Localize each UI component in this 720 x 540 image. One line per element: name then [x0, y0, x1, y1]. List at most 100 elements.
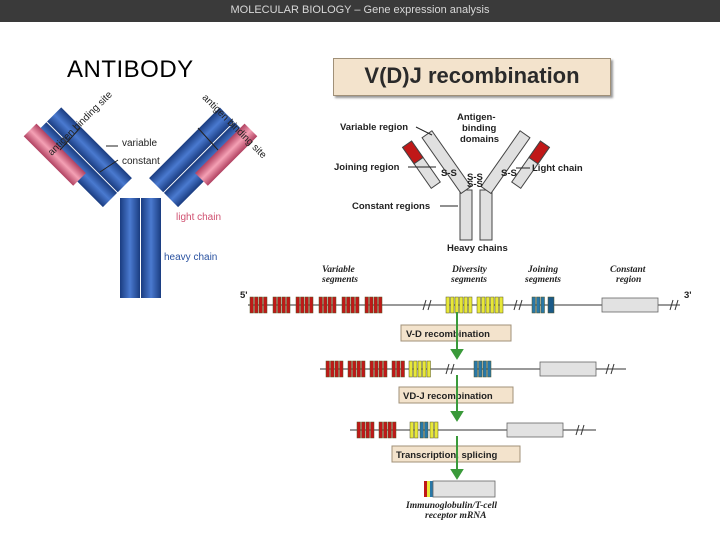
vdj-title: V(D)J recombination [364, 63, 580, 88]
v-segment [378, 360, 383, 378]
j-segment [478, 360, 483, 378]
v-segment [387, 421, 392, 439]
step-label-vdj: VD-J recombination [403, 391, 493, 402]
j-segment [547, 296, 555, 314]
step-label-transcription: Transcription, splicing [396, 450, 498, 461]
antigen-binding-domains-label-3: domains [460, 134, 499, 145]
d-segment [490, 296, 495, 314]
v-segment [364, 296, 369, 314]
j-segment [424, 421, 429, 439]
v-segment [309, 296, 314, 314]
v-segment [281, 296, 286, 314]
heavy-chain-stem-b [479, 189, 493, 241]
antigen-binding-domains-label-1: Antigen- [457, 112, 496, 123]
j-segment [531, 296, 536, 314]
product-label-1: Immunoglobulin/T-cell [405, 501, 497, 511]
j-segment [540, 296, 545, 314]
j-segment [473, 360, 478, 378]
heavy-chains-label: Heavy chains [447, 243, 508, 254]
v-segment [355, 296, 360, 314]
v-segment [300, 296, 305, 314]
header-bar: MOLECULAR BIOLOGY – Gene expression anal… [0, 0, 720, 22]
break-mark [513, 299, 523, 311]
disulfide-1: S-S [441, 168, 457, 179]
v-segment [383, 360, 388, 378]
d-segment [445, 296, 450, 314]
joining-region-label: Joining region [334, 162, 400, 173]
joining-segments-header-1: Joining [527, 265, 558, 275]
break-mark [669, 299, 679, 311]
break-mark [575, 424, 585, 436]
v-segment [350, 296, 355, 314]
v-segment [263, 296, 268, 314]
v-segment [370, 421, 375, 439]
variable-region-label: Variable region [340, 122, 408, 133]
v-segment [396, 360, 401, 378]
v-segment [254, 296, 259, 314]
v-segment [391, 360, 396, 378]
v-segment [378, 296, 383, 314]
diversity-segments-header-2: segments [450, 275, 487, 285]
d-segment [454, 296, 459, 314]
d-segment [417, 360, 422, 378]
dna-row-vdj [350, 421, 596, 439]
break-mark [605, 363, 615, 375]
v-segment [373, 296, 378, 314]
constant-region-header-1: Constant [610, 265, 646, 275]
vdj-title-box: V(D)J recombination [333, 58, 611, 96]
v-segment [330, 360, 335, 378]
dna-row-germline [248, 296, 680, 314]
d-segment [476, 296, 481, 314]
v-segment [374, 360, 379, 378]
constant-segment [601, 297, 659, 313]
j-segment [419, 421, 424, 439]
d-segment [429, 421, 434, 439]
v-segment [341, 296, 346, 314]
constant-region-header-2: region [616, 275, 641, 285]
heavy-chain-arm-right-inner [149, 107, 234, 193]
antigen-binding-site-bracket-left [59, 127, 81, 151]
disulfide-2: S-S [467, 172, 483, 183]
d-segment [499, 296, 504, 314]
slide-title: ANTIBODY [67, 56, 194, 83]
constant-regions-label: Constant regions [352, 201, 430, 212]
three-prime-label: 3' [684, 290, 692, 301]
heavy-arm-right [480, 130, 531, 195]
v-segment [400, 360, 405, 378]
j-segment [487, 360, 492, 378]
light-chain-label: light chain [176, 212, 221, 223]
joining-segments-header-2: segments [524, 275, 561, 285]
light-chain-label-schematic: Light chain [532, 163, 583, 174]
v-segment [304, 296, 309, 314]
variable-segments-header-1: Variable [322, 265, 356, 275]
dna-row-vd [320, 360, 626, 378]
v-segment [378, 421, 383, 439]
light-chain-left [23, 123, 86, 186]
v-segment [347, 360, 352, 378]
light-chain-right [195, 123, 258, 186]
v-segment [295, 296, 300, 314]
v-segment [334, 360, 339, 378]
break-mark [422, 299, 432, 311]
v-segment [277, 296, 282, 314]
v-exon [424, 481, 427, 497]
v-segment [392, 421, 397, 439]
d-segment [414, 421, 419, 439]
c-exon [432, 480, 496, 498]
v-segment [249, 296, 254, 314]
v-segment [356, 421, 361, 439]
v-segment [346, 296, 351, 314]
v-segment [361, 360, 366, 378]
d-segment [463, 296, 468, 314]
d-segment [494, 296, 499, 314]
d-exon [427, 481, 430, 497]
d-segment [408, 360, 413, 378]
disulfide-4: S-S [501, 168, 517, 179]
mrna-row [424, 480, 496, 498]
v-segment [361, 421, 366, 439]
d-segment [434, 421, 439, 439]
step-label-vd: V-D recombination [406, 329, 490, 340]
v-segment [365, 421, 370, 439]
five-prime-label: 5' [240, 290, 248, 301]
